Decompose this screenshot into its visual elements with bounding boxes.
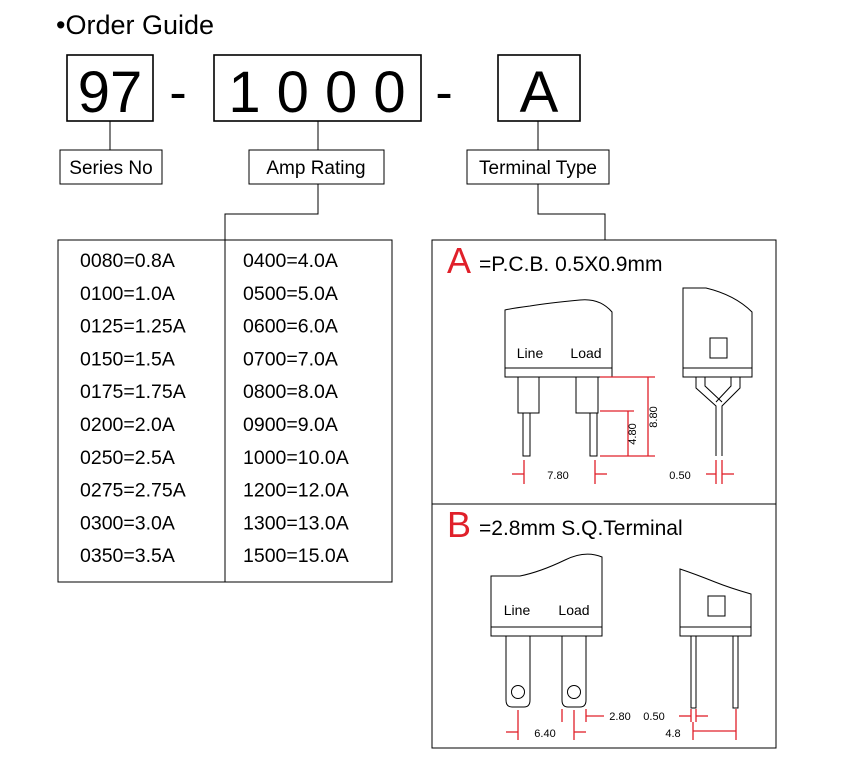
rating-entry: 0125=1.25A bbox=[80, 316, 186, 338]
code-series-box: 97 bbox=[66, 54, 154, 125]
connector-terminal-table bbox=[537, 184, 606, 240]
code-dash-1: - bbox=[169, 64, 186, 122]
terminal-b-side-view: 0.50 4.8 bbox=[643, 568, 752, 740]
terminal-a-front-view: Line Load 7.80 4.80 8.80 bbox=[504, 299, 660, 484]
rating-entry: 0250=2.5A bbox=[80, 447, 175, 469]
code-dash-2: - bbox=[435, 64, 452, 122]
rating-entry: 0200=2.0A bbox=[80, 414, 175, 436]
terminal-a-dim-thick: 0.50 bbox=[669, 470, 690, 482]
terminal-b-letter: B bbox=[447, 504, 471, 545]
label-amp: Amp Rating bbox=[266, 158, 365, 179]
terminal-b-section: B =2.8mm S.Q.Terminal Line Load 6.40 2.8… bbox=[447, 504, 752, 740]
terminal-a-load-label: Load bbox=[570, 345, 601, 361]
terminal-a-dim-width: 7.80 bbox=[547, 470, 568, 482]
code-amp-value: 1 0 0 0 bbox=[228, 60, 405, 125]
terminal-b-description: =2.8mm S.Q.Terminal bbox=[479, 517, 683, 540]
rating-entry: 0900=9.0A bbox=[243, 414, 338, 436]
terminal-b-dim-thick: 0.50 bbox=[643, 711, 664, 723]
rating-entry: 0800=8.0A bbox=[243, 381, 338, 403]
terminal-b-load-label: Load bbox=[558, 602, 589, 618]
rating-column-right: 0400=4.0A 0500=5.0A 0600=6.0A 0700=7.0A 0800… bbox=[243, 250, 349, 567]
rating-entry: 1500=15.0A bbox=[243, 545, 349, 567]
rating-column-left: 0080=0.8A 0100=1.0A 0125=1.25A 0150=1.5A 017… bbox=[80, 250, 186, 567]
rating-entry: 0100=1.0A bbox=[80, 283, 175, 305]
terminal-b-dim-tab: 2.80 bbox=[609, 711, 630, 723]
terminal-a-dim-h2: 8.80 bbox=[648, 406, 660, 427]
rating-entry: 0400=4.0A bbox=[243, 250, 338, 272]
terminal-a-side-view: 0.50 bbox=[669, 287, 753, 484]
rating-entry: 0080=0.8A bbox=[80, 250, 175, 272]
label-terminal: Terminal Type bbox=[479, 158, 597, 179]
terminal-b-dim-side: 4.8 bbox=[665, 728, 680, 740]
code-series-value: 97 bbox=[78, 60, 143, 125]
rating-entry: 0150=1.5A bbox=[80, 348, 175, 370]
terminal-type-table bbox=[431, 239, 777, 749]
amp-rating-table: 0080=0.8A 0100=1.0A 0125=1.25A 0150=1.5A 017… bbox=[57, 239, 393, 583]
page-title: •Order Guide bbox=[56, 10, 214, 40]
rating-entry: 1000=10.0A bbox=[243, 447, 349, 469]
rating-entry: 1300=13.0A bbox=[243, 512, 349, 534]
code-terminal-value: A bbox=[520, 60, 559, 125]
rating-entry: 1200=12.0A bbox=[243, 480, 349, 502]
terminal-b-dim-width: 6.40 bbox=[534, 728, 555, 740]
terminal-a-line-label: Line bbox=[517, 345, 544, 361]
terminal-a-description: =P.C.B. 0.5X0.9mm bbox=[479, 253, 662, 276]
rating-entry: 0175=1.75A bbox=[80, 381, 186, 403]
rating-entry: 0700=7.0A bbox=[243, 348, 338, 370]
rating-entry: 0350=3.5A bbox=[80, 545, 175, 567]
label-terminal-box: Terminal Type bbox=[466, 149, 610, 185]
terminal-a-letter: A bbox=[447, 240, 471, 281]
rating-entry: 0300=3.0A bbox=[80, 512, 175, 534]
label-series: Series No bbox=[69, 158, 152, 179]
terminal-a-section: A =P.C.B. 0.5X0.9mm Line Load 7.80 4.80 bbox=[447, 240, 753, 484]
code-amp-box: 1 0 0 0 bbox=[213, 54, 422, 125]
code-terminal-box: A bbox=[497, 54, 581, 125]
rating-entry: 0500=5.0A bbox=[243, 283, 338, 305]
terminal-a-dim-h1: 4.80 bbox=[627, 423, 639, 444]
label-series-box: Series No bbox=[59, 149, 163, 185]
rating-entry: 0275=2.75A bbox=[80, 480, 186, 502]
terminal-b-front-view: Line Load 6.40 2.80 bbox=[490, 553, 631, 740]
rating-entry: 0600=6.0A bbox=[243, 316, 338, 338]
terminal-b-line-label: Line bbox=[504, 602, 531, 618]
connector-amp-table bbox=[224, 184, 319, 240]
label-amp-box: Amp Rating bbox=[248, 149, 385, 185]
